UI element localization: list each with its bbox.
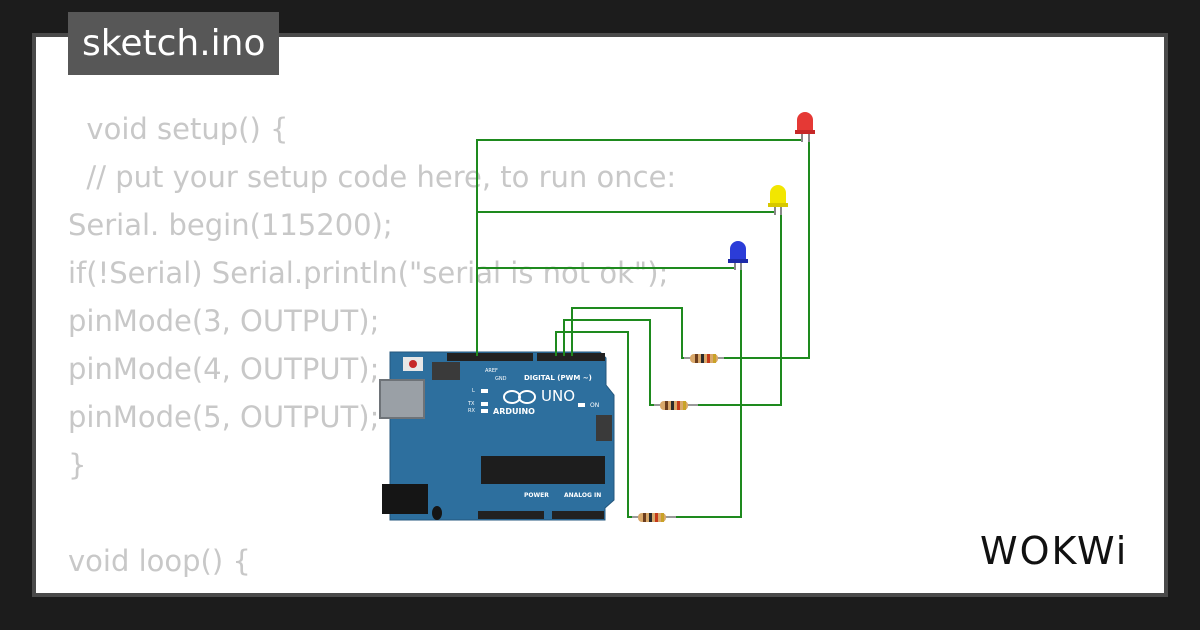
on-led	[578, 403, 585, 407]
icsp-header	[432, 362, 460, 380]
microcontroller-chip	[481, 456, 605, 484]
power-jack	[382, 484, 428, 514]
wire-yellow-resistor	[695, 212, 782, 406]
l-led-label: L	[472, 388, 475, 394]
code-line: pinMode(3, OUTPUT);	[68, 304, 380, 338]
code-line: pinMode(4, OUTPUT);	[68, 352, 380, 386]
wires	[476, 139, 810, 518]
on-led-label: ON	[590, 402, 599, 409]
wokwi-logo-text: WOKWi	[980, 529, 1128, 573]
model-label: UNO	[541, 387, 575, 405]
wokwi-logo: WOKWi	[980, 529, 1128, 573]
code-line: // put your main code here, to run repea…	[68, 585, 751, 593]
analog-label: ANALOG IN	[564, 492, 601, 499]
rx-led-label: RX	[468, 408, 475, 414]
wire-gnd-red	[476, 139, 802, 356]
gnd-label: GND	[495, 376, 507, 382]
led-yellow[interactable]	[768, 185, 788, 215]
resistor-red[interactable]	[684, 354, 724, 363]
tx-led-label: TX	[467, 401, 475, 407]
code-line: pinMode(5, OUTPUT);	[68, 400, 380, 434]
digital-header-left	[447, 353, 533, 361]
reset-button-cap	[409, 360, 417, 368]
analog-header	[552, 511, 604, 519]
code-line: void setup() {	[68, 112, 289, 146]
code-editor: void setup() { // put your setup code he…	[68, 105, 752, 593]
arduino-logo-icon	[503, 390, 536, 404]
resistor-blue[interactable]	[632, 513, 676, 522]
wire-red-resistor	[720, 140, 810, 359]
code-line: Serial. begin(115200);	[68, 208, 393, 242]
power-jack-edge	[432, 506, 442, 520]
wire-pin5	[555, 331, 638, 518]
aref-label: AREF	[485, 368, 498, 374]
arduino-uno-board[interactable]: AREF GND DIGITAL (PWM ~) L TX RX ON UNO …	[379, 351, 615, 521]
brand-label: ARDUINO	[493, 407, 535, 416]
resistor-yellow[interactable]	[654, 401, 698, 410]
code-line: }	[68, 448, 87, 482]
code-line: void loop() {	[68, 544, 251, 578]
file-tab[interactable]: sketch.ino	[68, 12, 280, 75]
digital-label: DIGITAL (PWM ~)	[524, 374, 592, 382]
led-blue[interactable]	[728, 241, 748, 270]
usb-port	[379, 379, 425, 419]
power-header	[478, 511, 544, 519]
power-label: POWER	[524, 492, 549, 499]
tx-led	[481, 402, 488, 406]
icsp2-header	[596, 415, 612, 441]
led-red[interactable]	[795, 112, 815, 142]
wire-blue-resistor	[672, 268, 742, 518]
rx-led	[481, 409, 488, 413]
l-led	[481, 389, 488, 393]
code-line: // put your setup code here, to run once…	[68, 160, 677, 194]
digital-header-right	[537, 353, 605, 361]
code-line: if(!Serial) Serial.println("serial is no…	[68, 256, 669, 290]
